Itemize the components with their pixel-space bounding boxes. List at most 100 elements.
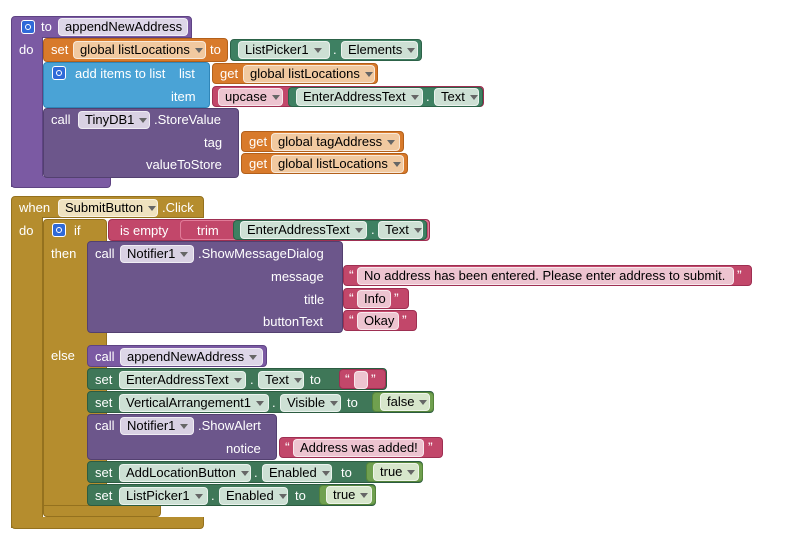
button-text-label: buttonText bbox=[263, 314, 323, 329]
open-quote-icon: “ bbox=[349, 267, 354, 283]
component-dropdown[interactable]: EnterAddressText bbox=[119, 371, 246, 389]
dot-separator: . bbox=[371, 222, 375, 237]
property-dropdown[interactable]: Text bbox=[378, 221, 423, 239]
message-text-field[interactable]: No address has been entered. Please ente… bbox=[357, 267, 734, 285]
property-dropdown[interactable]: Enabled bbox=[219, 487, 288, 505]
when-keyword: when bbox=[19, 200, 51, 215]
set-keyword: set bbox=[95, 488, 113, 503]
procedure-footer bbox=[11, 176, 111, 188]
set-keyword: set bbox=[95, 372, 113, 387]
set-keyword: set bbox=[95, 395, 113, 410]
dot-separator: . bbox=[333, 42, 337, 57]
chevron-down-icon bbox=[180, 252, 189, 258]
property-dropdown[interactable]: Visible bbox=[280, 394, 341, 412]
procedure-body-left bbox=[11, 37, 43, 187]
upcase-dropdown[interactable]: upcase bbox=[218, 88, 283, 106]
chevron-down-icon bbox=[293, 378, 302, 384]
if-footer bbox=[43, 505, 161, 517]
call-keyword: call bbox=[95, 349, 115, 364]
component-dropdown[interactable]: VerticalArrangement1 bbox=[119, 394, 269, 412]
chevron-down-icon bbox=[407, 48, 416, 54]
chevron-down-icon bbox=[240, 471, 249, 477]
trim-label: trim bbox=[197, 223, 219, 238]
chevron-down-icon bbox=[271, 95, 280, 101]
chevron-down-icon bbox=[139, 118, 148, 124]
add-items-label: add items to list bbox=[75, 66, 166, 81]
button-text-field[interactable]: Okay bbox=[357, 312, 399, 330]
method-name: .StoreValue bbox=[154, 112, 221, 127]
component-dropdown[interactable]: EnterAddressText bbox=[240, 221, 367, 239]
boolean-dropdown[interactable]: true bbox=[326, 486, 372, 504]
property-dropdown[interactable]: Enabled bbox=[262, 464, 332, 482]
call-keyword: call bbox=[95, 418, 115, 433]
method-name: .ShowMessageDialog bbox=[198, 246, 324, 261]
notice-text-field[interactable]: Address was added! bbox=[293, 439, 424, 457]
then-keyword: then bbox=[51, 246, 77, 261]
get-keyword: get bbox=[220, 66, 239, 81]
set-keyword: set bbox=[51, 42, 69, 57]
dot-separator: . bbox=[211, 488, 215, 503]
close-quote-icon: ” bbox=[402, 312, 407, 328]
procedure-dropdown[interactable]: appendNewAddress bbox=[120, 348, 263, 366]
property-dropdown[interactable]: Elements bbox=[341, 41, 418, 59]
event-footer bbox=[11, 517, 204, 529]
else-keyword: else bbox=[51, 348, 75, 363]
title-text-field[interactable]: Info bbox=[357, 290, 391, 308]
to-keyword: to bbox=[341, 465, 352, 480]
chevron-down-icon bbox=[392, 162, 401, 168]
component-dropdown[interactable]: AddLocationButton bbox=[119, 464, 251, 482]
chevron-down-icon bbox=[364, 72, 373, 78]
add-items-block[interactable] bbox=[43, 62, 210, 108]
component-dropdown[interactable]: Notifier1 bbox=[120, 245, 194, 263]
variable-dropdown[interactable]: global listLocations bbox=[271, 155, 404, 173]
gear-icon[interactable] bbox=[52, 66, 66, 80]
component-dropdown[interactable]: Notifier1 bbox=[120, 417, 194, 435]
do-keyword: do bbox=[19, 42, 34, 57]
gear-icon[interactable] bbox=[52, 223, 66, 237]
chevron-down-icon bbox=[469, 95, 478, 101]
chevron-down-icon bbox=[194, 494, 203, 500]
component-dropdown[interactable]: TinyDB1 bbox=[78, 111, 150, 129]
to-keyword: to bbox=[295, 488, 306, 503]
to-keyword: to bbox=[41, 19, 52, 34]
component-dropdown[interactable]: ListPicker1 bbox=[238, 41, 330, 59]
chevron-down-icon bbox=[387, 140, 396, 146]
close-quote-icon: ” bbox=[371, 371, 376, 387]
chevron-down-icon bbox=[360, 493, 369, 499]
component-dropdown[interactable]: EnterAddressText bbox=[296, 88, 423, 106]
chevron-down-icon bbox=[330, 401, 339, 407]
notice-label: notice bbox=[226, 441, 261, 456]
do-keyword: do bbox=[19, 223, 34, 238]
chevron-down-icon bbox=[148, 206, 157, 212]
to-keyword: to bbox=[347, 395, 358, 410]
component-dropdown[interactable]: SubmitButton bbox=[58, 199, 158, 217]
boolean-dropdown[interactable]: false bbox=[380, 393, 430, 411]
method-name: .ShowAlert bbox=[198, 418, 261, 433]
boolean-dropdown[interactable]: true bbox=[373, 463, 419, 481]
call-keyword: call bbox=[51, 112, 71, 127]
empty-text-field[interactable] bbox=[354, 371, 368, 389]
item-label: item bbox=[171, 89, 196, 104]
get-keyword: get bbox=[249, 134, 268, 149]
is-empty-label: is empty bbox=[120, 223, 169, 238]
chevron-down-icon bbox=[278, 494, 287, 500]
variable-dropdown[interactable]: global listLocations bbox=[243, 65, 375, 83]
procedure-name-field[interactable]: appendNewAddress bbox=[58, 18, 188, 36]
variable-dropdown[interactable]: global tagAddress bbox=[271, 133, 400, 151]
chevron-down-icon bbox=[419, 400, 428, 406]
component-dropdown[interactable]: ListPicker1 bbox=[119, 487, 208, 505]
chevron-down-icon bbox=[249, 355, 258, 361]
property-dropdown[interactable]: Text bbox=[258, 371, 304, 389]
if-keyword: if bbox=[74, 223, 81, 238]
event-body-left bbox=[11, 217, 43, 528]
variable-dropdown[interactable]: global listLocations bbox=[73, 41, 206, 59]
dot-separator: . bbox=[272, 395, 276, 410]
close-quote-icon: ” bbox=[394, 290, 399, 306]
property-dropdown[interactable]: Text bbox=[434, 88, 479, 106]
chevron-down-icon bbox=[194, 48, 203, 54]
gear-icon[interactable] bbox=[21, 20, 35, 34]
open-quote-icon: “ bbox=[345, 371, 350, 387]
title-label: title bbox=[304, 292, 325, 307]
tag-label: tag bbox=[204, 135, 223, 150]
message-label: message bbox=[271, 269, 324, 284]
